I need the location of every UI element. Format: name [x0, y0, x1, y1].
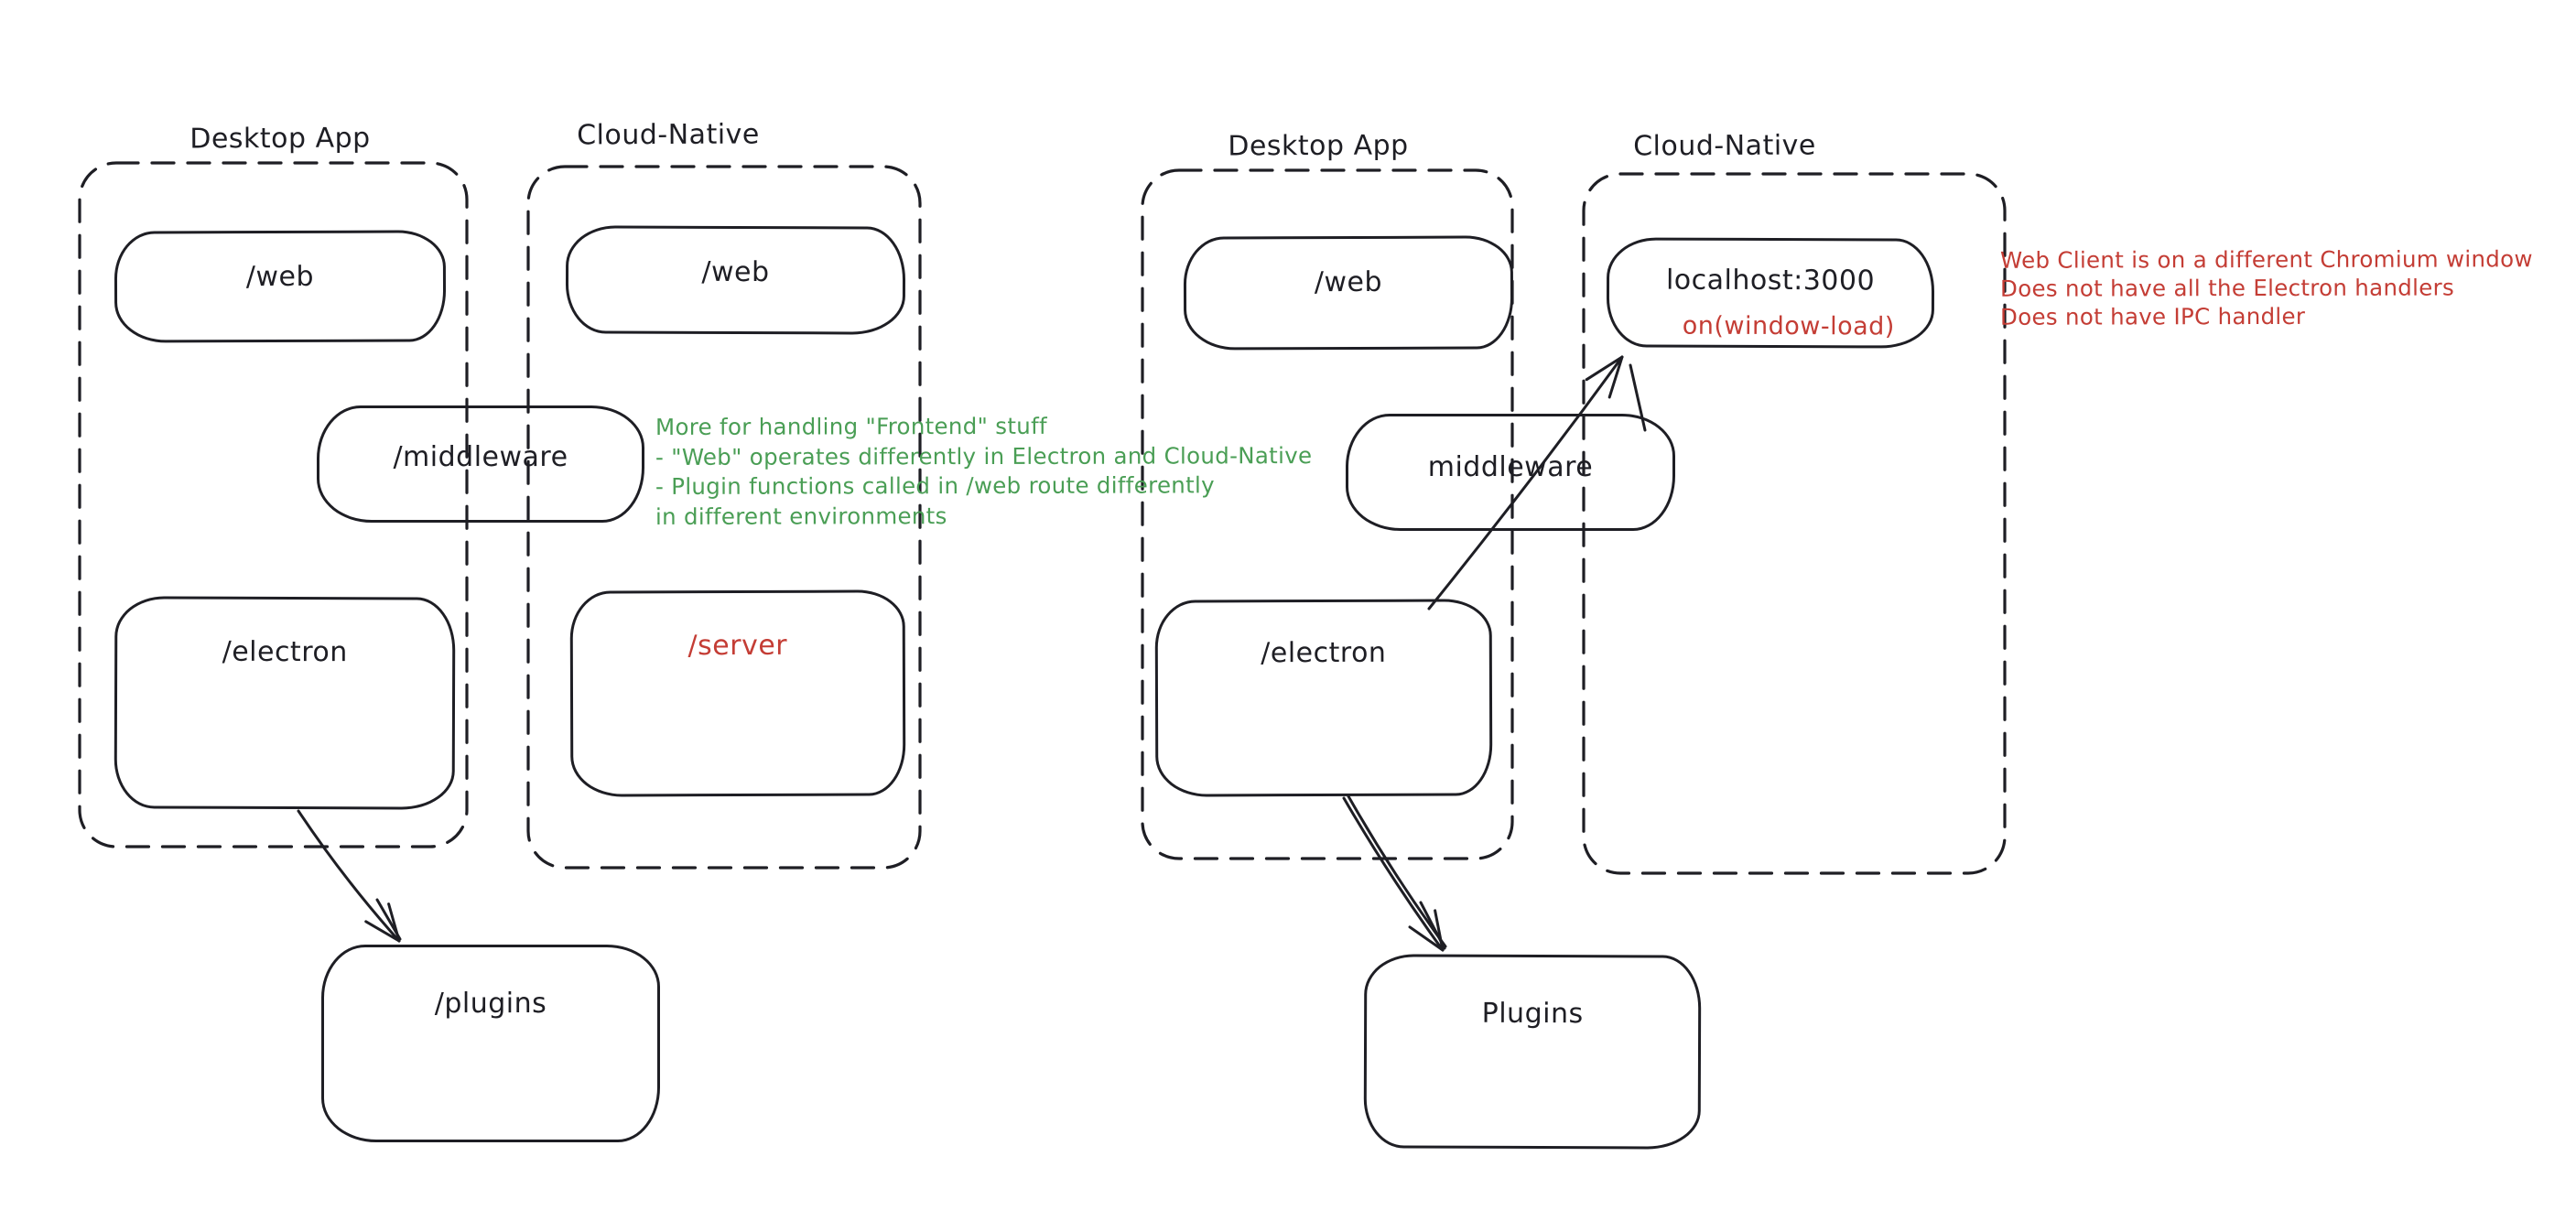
- container-desktop-left-outline: [78, 161, 469, 848]
- arrow-electron-to-plugins-right: [1342, 794, 1447, 952]
- node-middleware-left: /middleware: [317, 405, 644, 523]
- node-middleware-left-label: /middleware: [393, 441, 568, 473]
- node-plugins-right: Plugins: [1363, 954, 1702, 1150]
- node-electron-right-label: /electron: [1261, 636, 1387, 670]
- note-frontend-line-3: - Plugin functions called in /web route …: [655, 471, 1215, 500]
- container-cloud-left-outline: [526, 165, 922, 870]
- node-web-cloud-left-label: /web: [701, 255, 770, 289]
- arrow-electron-to-localhost: [1427, 355, 1647, 611]
- node-electron-right: /electron: [1154, 599, 1493, 797]
- node-server-left-label: /server: [687, 629, 788, 663]
- node-server-left: /server: [569, 589, 906, 797]
- node-web-right-label: /web: [1314, 265, 1383, 299]
- arrow-electron-to-plugins-left: [297, 809, 402, 943]
- note-frontend-line-2: - "Web" operates differently in Electron…: [655, 441, 1313, 470]
- node-plugins-left-label: /plugins: [434, 988, 547, 1020]
- note-frontend-handling: More for handling "Frontend" stuff - "We…: [655, 412, 1312, 531]
- node-localhost: localhost:3000 on(window-load): [1606, 237, 1935, 349]
- node-localhost-event-label: on(window-load): [1682, 311, 1895, 341]
- node-web-desktop-left: /web: [114, 230, 447, 343]
- node-electron-left-label: /electron: [222, 635, 348, 669]
- container-cloud-right-outline: [1582, 172, 2007, 875]
- note-web-client-line-1: Web Client is on a different Chromium wi…: [1999, 245, 2533, 274]
- node-plugins-left: /plugins: [321, 945, 660, 1142]
- node-localhost-label: localhost:3000: [1665, 264, 1876, 297]
- node-web-cloud-left: /web: [565, 225, 906, 335]
- group-title-desktop-right: Desktop App: [1228, 129, 1409, 163]
- node-middleware-right-label: middleware: [1427, 451, 1594, 483]
- node-web-right: /web: [1183, 235, 1514, 351]
- group-title-cloud-right: Cloud-Native: [1633, 129, 1816, 163]
- note-web-client-line-3: Does not have IPC handler: [1999, 302, 2306, 330]
- note-web-client-limits: Web Client is on a different Chromium wi…: [2000, 245, 2533, 330]
- note-web-client-line-2: Does not have all the Electron handlers: [1999, 274, 2455, 302]
- node-middleware-right: middleware: [1346, 414, 1675, 531]
- node-electron-left: /electron: [114, 596, 456, 810]
- node-plugins-right-label: Plugins: [1481, 997, 1584, 1031]
- group-title-cloud-left: Cloud-Native: [577, 118, 760, 152]
- container-desktop-right-outline: [1141, 168, 1514, 860]
- note-frontend-line-4: in different environments: [655, 502, 947, 530]
- node-web-desktop-left-label: /web: [245, 260, 315, 294]
- note-frontend-line-1: More for handling "Frontend" stuff: [655, 412, 1047, 440]
- group-title-desktop-left: Desktop App: [189, 122, 371, 156]
